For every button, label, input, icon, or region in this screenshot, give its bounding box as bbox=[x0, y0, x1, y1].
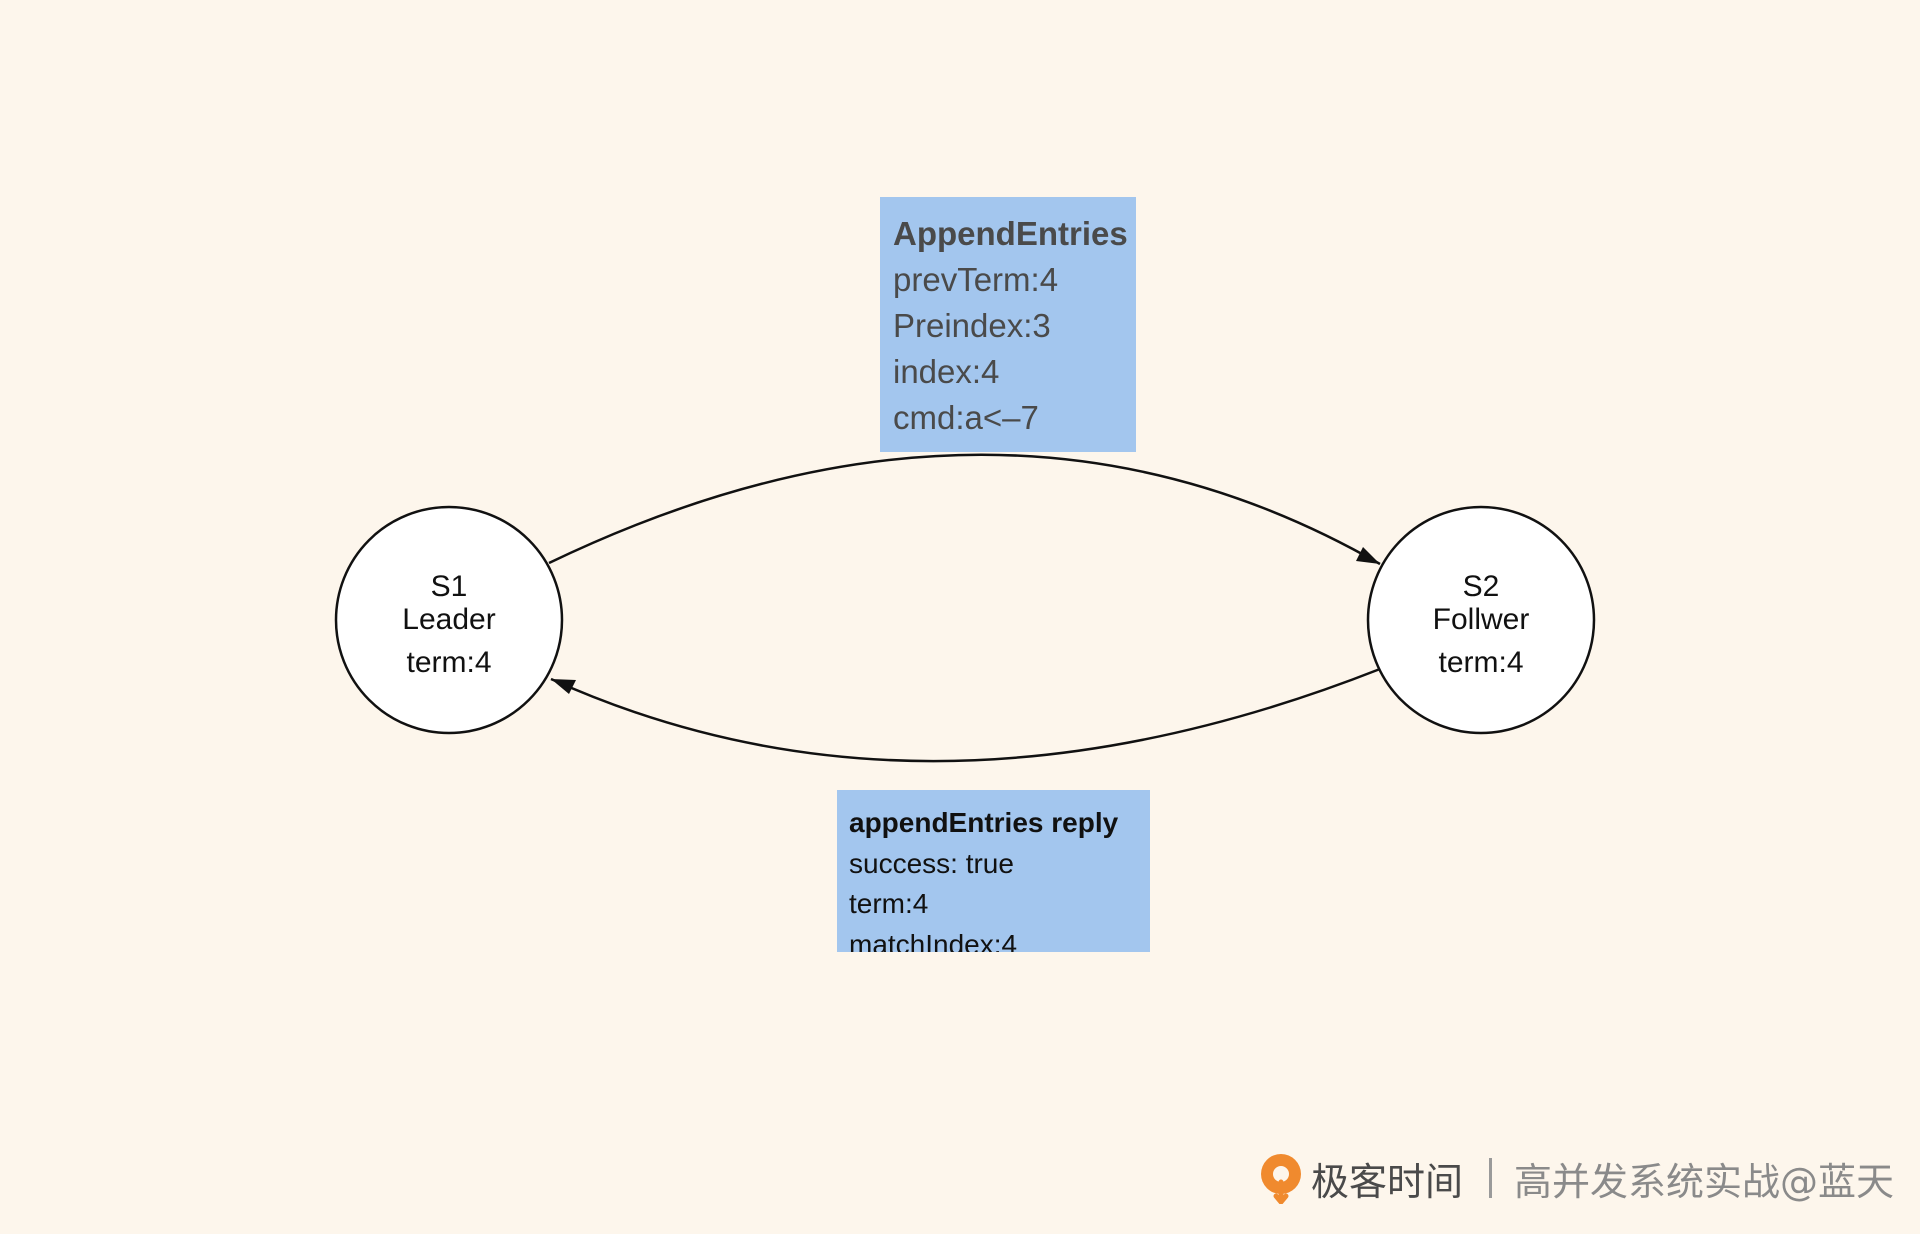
append-entries-reply-message: appendEntries reply success: true term:4… bbox=[837, 790, 1150, 952]
node-s2-circle bbox=[1366, 505, 1596, 735]
reply-term: term:4 bbox=[849, 888, 929, 919]
node-s1-label: S1 bbox=[431, 570, 468, 603]
reply-success: success: true bbox=[849, 847, 1014, 879]
reply-match-index: matchIndex:4 bbox=[849, 928, 1018, 953]
geektime-logo-icon bbox=[1260, 1154, 1301, 1204]
node-s1-role: Leader bbox=[402, 603, 495, 636]
append-entries-prev-term: prevTerm:4 bbox=[893, 261, 1059, 298]
node-s2: S2 Follwer term:4 bbox=[1366, 505, 1596, 735]
node-s1: S1 Leader term:4 bbox=[334, 505, 564, 735]
node-s1-term: term:4 bbox=[406, 646, 491, 679]
append-entries-cmd: cmd:a<–7 bbox=[893, 399, 1039, 436]
footer-course-title: 高并发系统实战@蓝天 bbox=[1513, 1159, 1894, 1204]
footer-separator bbox=[1488, 1158, 1492, 1198]
footer-watermark: 极客时间 高并发系统实战@蓝天 bbox=[1257, 1148, 1894, 1208]
append-entries-index: index:4 bbox=[893, 353, 1000, 390]
node-s2-term: term:4 bbox=[1438, 646, 1523, 679]
append-entries-prev-index: Preindex:3 bbox=[893, 307, 1051, 344]
node-s1-circle bbox=[334, 505, 564, 735]
reply-title: appendEntries reply bbox=[849, 807, 1119, 838]
reply-arrow bbox=[550, 667, 1381, 763]
append-entries-title: AppendEntries bbox=[893, 215, 1128, 252]
footer-brand: 极客时间 bbox=[1310, 1159, 1463, 1204]
append-entries-message: AppendEntries prevTerm:4 Preindex:3 inde… bbox=[880, 197, 1136, 452]
request-arrowhead bbox=[1356, 547, 1380, 564]
request-arrow bbox=[548, 453, 1381, 566]
reply-arrowhead bbox=[551, 679, 576, 694]
node-s2-label: S2 bbox=[1463, 570, 1500, 603]
node-s2-role: Follwer bbox=[1433, 603, 1530, 636]
